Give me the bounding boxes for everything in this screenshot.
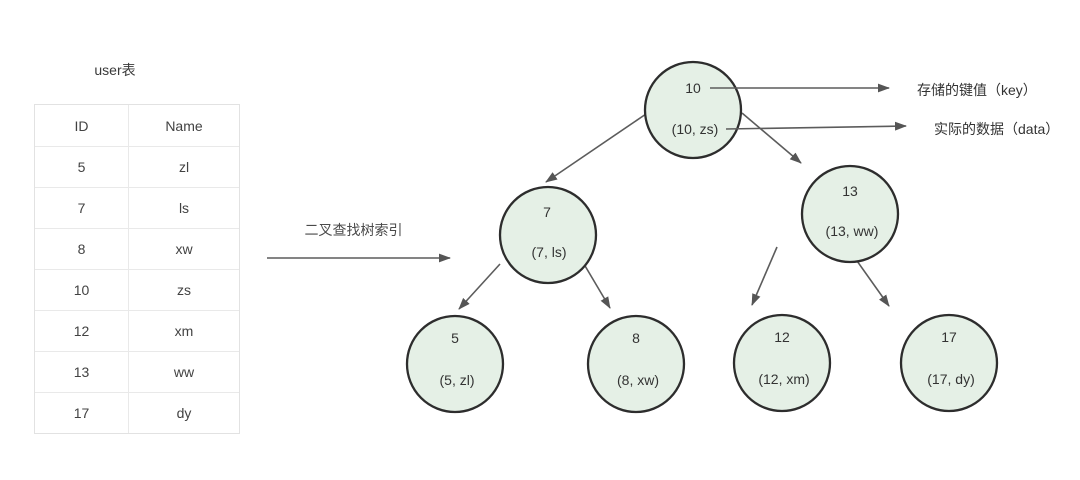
table-header-row: ID Name <box>35 105 239 146</box>
node-5-key: 5 <box>451 330 459 346</box>
node-12-data: (12, xm) <box>758 371 809 387</box>
node-8-circle <box>586 314 686 414</box>
node-10-data: (10, zs) <box>672 121 719 137</box>
node-13-circle <box>800 164 900 264</box>
tree-node-17: 17 (17, dy) <box>899 313 999 413</box>
table-cell-id: 10 <box>73 282 90 298</box>
node-8-key: 8 <box>632 330 640 346</box>
tree-node-5: 5 (5, zl) <box>405 314 505 414</box>
annotation-key-label: 存储的键值（key） <box>917 82 1037 98</box>
table-cell-name: xw <box>128 229 239 269</box>
node-13-key: 13 <box>842 183 858 199</box>
tree-node-13: 13 (13, ww) <box>800 164 900 264</box>
table-title: user表 <box>94 62 136 78</box>
table-cell-id: 8 <box>77 241 86 257</box>
node-7-circle <box>498 185 598 285</box>
table-row: 8 xw <box>35 228 239 269</box>
table-row: 7 ls <box>35 187 239 228</box>
node-5-data: (5, zl) <box>440 372 475 388</box>
table-cell-name: ls <box>128 188 239 228</box>
table-cell-name: xm <box>128 311 239 351</box>
node-17-circle <box>899 313 999 413</box>
annotation-data-arrow <box>725 121 907 131</box>
tree-node-8: 8 (8, xw) <box>586 314 686 414</box>
index-arrow-label: 二叉查找树索引 <box>304 222 403 238</box>
table-cell-id: 12 <box>73 323 90 339</box>
node-8-data: (8, xw) <box>617 372 659 388</box>
table-header-name: Name <box>128 105 239 146</box>
tree-edge-10-7 <box>545 113 647 183</box>
table-row: 5 zl <box>35 146 239 187</box>
node-12-key: 12 <box>774 329 790 345</box>
node-12-circle <box>732 313 832 413</box>
table-cell-name: zl <box>128 147 239 187</box>
annotation-data-label: 实际的数据（data） <box>934 121 1060 137</box>
tree-node-10: 10 (10, zs) <box>643 60 743 160</box>
table-row: 10 zs <box>35 269 239 310</box>
table-cell-id: 17 <box>73 405 90 421</box>
table-cell-id: 7 <box>77 200 86 216</box>
table-cell-id: 5 <box>77 159 86 175</box>
node-13-data: (13, ww) <box>826 223 879 239</box>
tree-node-12: 12 (12, xm) <box>732 313 832 413</box>
table-cell-name: ww <box>128 352 239 392</box>
tree-edge-13-12 <box>751 246 778 306</box>
node-7-key: 7 <box>543 204 551 220</box>
table-row: 12 xm <box>35 310 239 351</box>
node-17-key: 17 <box>941 329 957 345</box>
node-7-data: (7, ls) <box>532 244 567 260</box>
node-10-circle <box>643 60 743 160</box>
node-17-data: (17, dy) <box>927 371 974 387</box>
tree-edge-7-5 <box>458 263 501 310</box>
user-table: ID Name 5 zl 7 ls 8 xw 10 zs 12 xm 13 ww… <box>34 104 240 434</box>
table-row: 17 dy <box>35 392 239 433</box>
table-cell-name: dy <box>128 393 239 433</box>
node-5-circle <box>405 314 505 414</box>
table-cell-id: 13 <box>73 364 90 380</box>
table-header-id: ID <box>74 117 89 134</box>
table-row: 13 ww <box>35 351 239 392</box>
node-10-key: 10 <box>685 80 701 96</box>
table-cell-name: zs <box>128 270 239 310</box>
tree-node-7: 7 (7, ls) <box>498 185 598 285</box>
tree-edge-10-13 <box>741 112 802 164</box>
